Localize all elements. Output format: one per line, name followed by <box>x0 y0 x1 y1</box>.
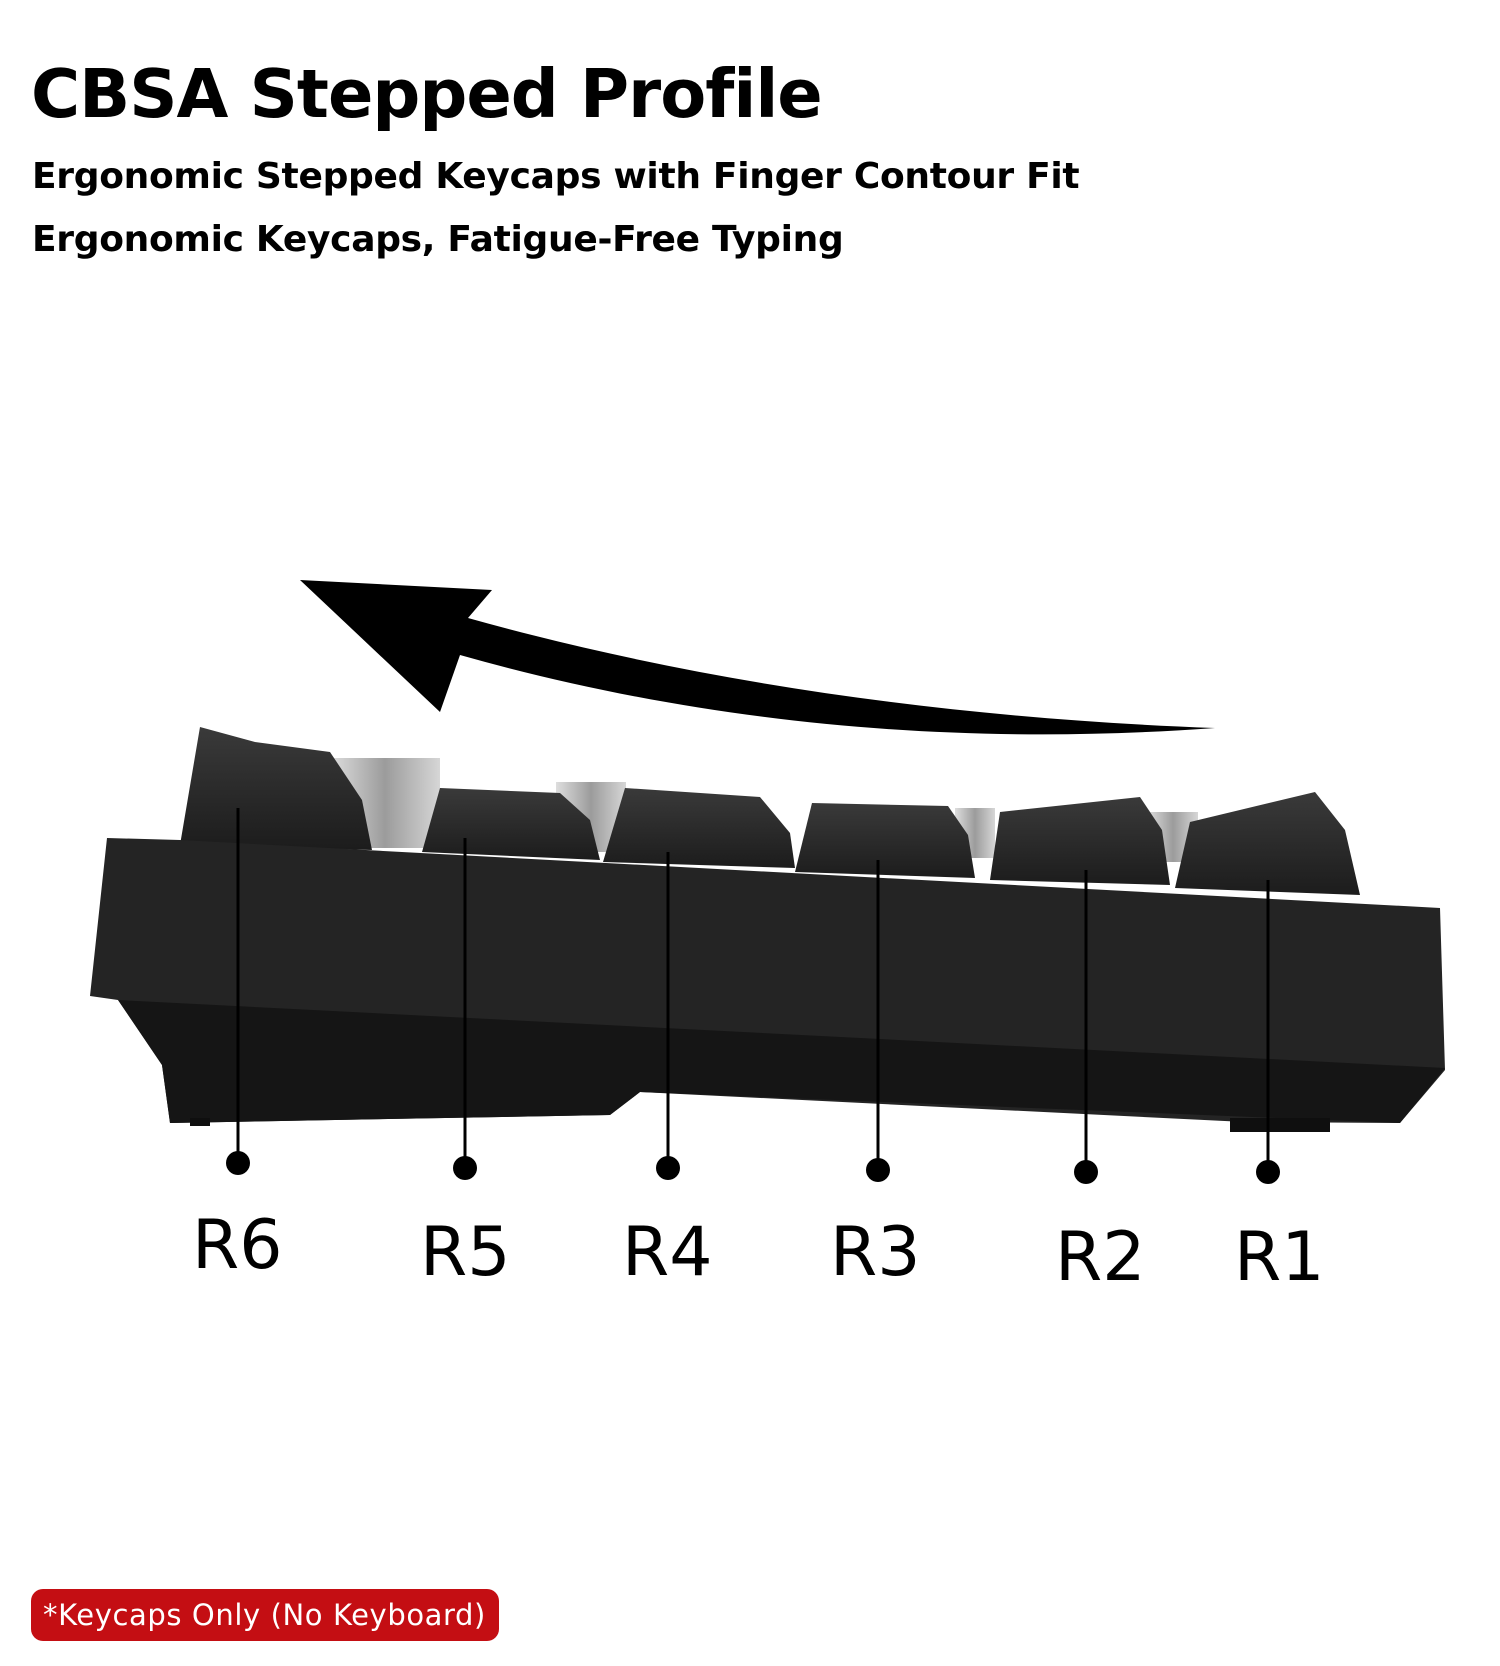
subtitle-line-1: Ergonomic Stepped Keycaps with Finger Co… <box>32 156 1080 197</box>
keycap-r4 <box>603 788 795 868</box>
row-pointer-dots <box>226 1151 1280 1184</box>
keycaps <box>180 727 1360 895</box>
keycap-r6 <box>180 727 372 850</box>
keycap-r3 <box>795 803 975 878</box>
keycap-r1 <box>1175 792 1360 895</box>
row-label-r4: R4 <box>622 1213 713 1292</box>
keycaps-only-note-badge: *Keycaps Only (No Keyboard) <box>31 1589 499 1641</box>
subtitle-line-2: Ergonomic Keycaps, Fatigue-Free Typing <box>32 219 844 260</box>
keyboard-case <box>90 838 1445 1132</box>
row-label-r3: R3 <box>830 1213 921 1292</box>
page-title: CBSA Stepped Profile <box>31 55 823 133</box>
keycap-r2 <box>990 797 1170 885</box>
row-label-r6: R6 <box>192 1206 283 1285</box>
curved-arrow-left-icon <box>300 580 1215 735</box>
row-labels: R6 R5 R4 R3 R2 R1 <box>192 1206 1325 1297</box>
row-pointers <box>236 808 1270 1172</box>
row-label-r1: R1 <box>1234 1218 1325 1297</box>
row-label-r2: R2 <box>1055 1218 1146 1297</box>
row-label-r5: R5 <box>420 1213 511 1292</box>
